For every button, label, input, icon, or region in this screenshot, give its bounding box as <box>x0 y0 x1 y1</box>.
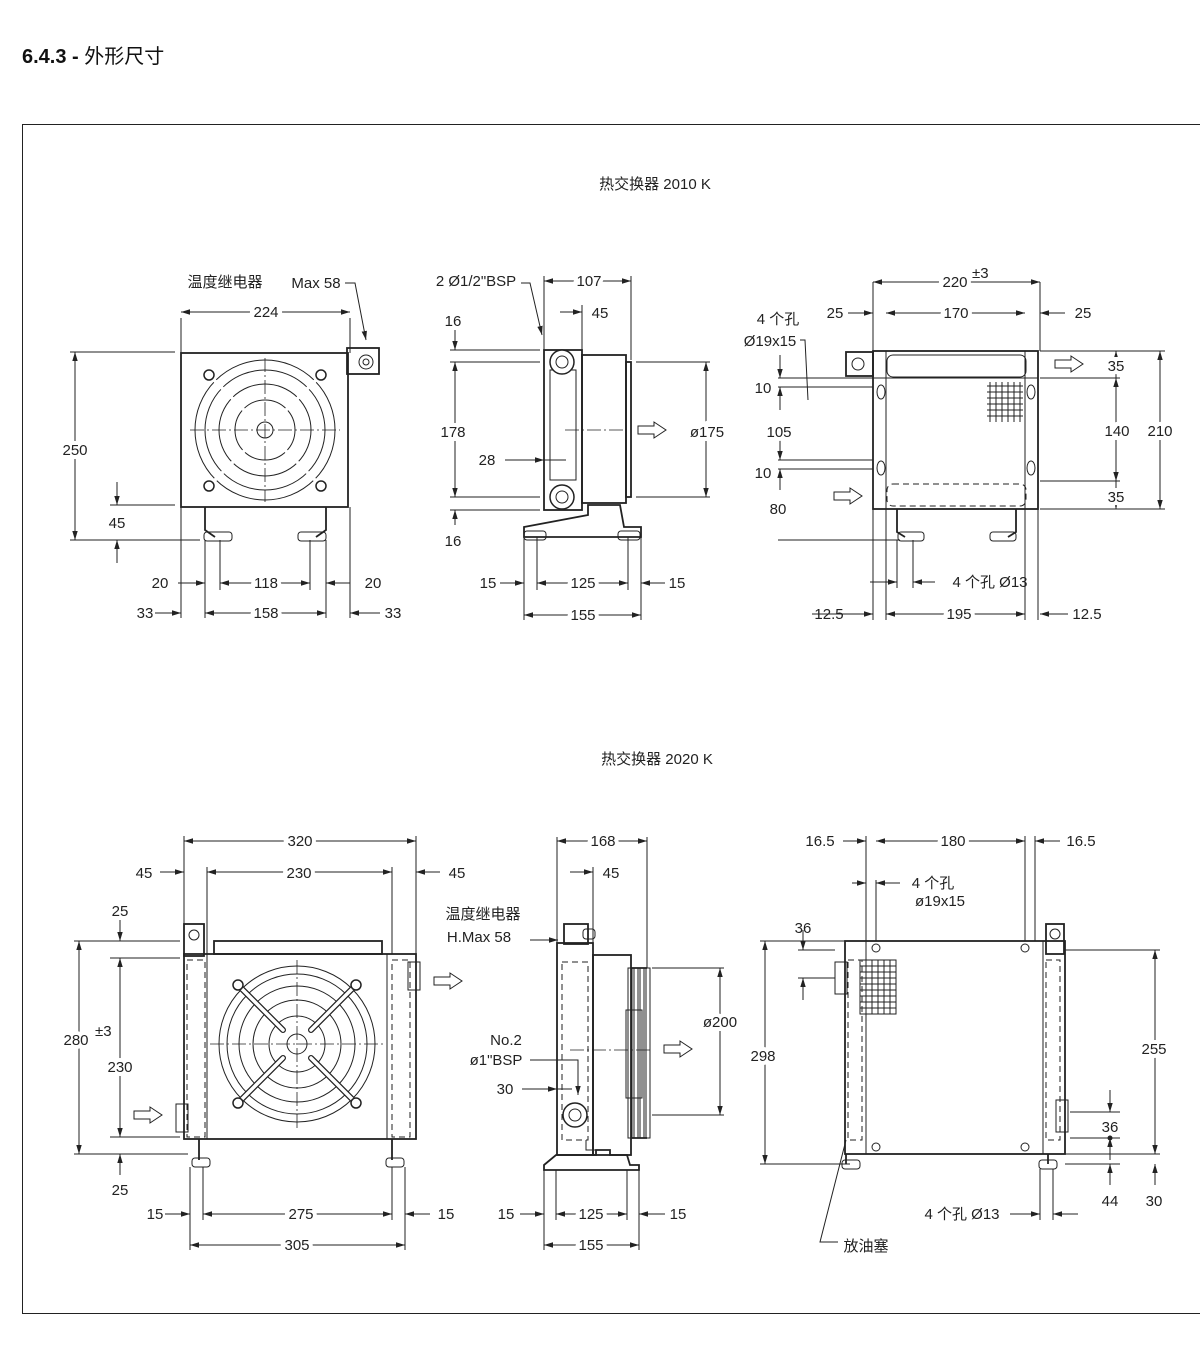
dim-r140: 140 <box>1104 423 1129 440</box>
dim-h80: 80 <box>770 501 787 518</box>
section-title: 外形尺寸 <box>84 46 165 68</box>
dim-depth: 107 <box>576 273 601 290</box>
tolerance: ±3 <box>95 1023 112 1040</box>
dim-r35a: 35 <box>1108 358 1125 375</box>
dim-base: 155 <box>578 1237 603 1254</box>
dim-diameter: ø200 <box>703 1014 737 1031</box>
dim-r30: 30 <box>1146 1193 1163 1210</box>
dim-fan: 45 <box>592 305 609 322</box>
port-label: ø1"BSP <box>470 1052 523 1069</box>
dim-right: 16.5 <box>1066 833 1095 850</box>
dim-top: 16 <box>445 313 462 330</box>
dim-mid: 28 <box>479 452 496 469</box>
dim-base-left: 33 <box>137 605 154 622</box>
max-label: Max 58 <box>291 275 340 292</box>
dim-base-right: 33 <box>385 605 402 622</box>
holes-bottom-label: 4 个孔 Ø13 <box>924 1206 999 1223</box>
front-view-2020k: 320 45 230 45 25 280 ±3 230 25 15 275 15… <box>59 829 466 1258</box>
dim-left: 45 <box>136 865 153 882</box>
dim-width: 320 <box>287 833 312 850</box>
dim-h10a: 10 <box>755 380 772 397</box>
dim-bottom: 16 <box>445 533 462 550</box>
dim-foot-left: 20 <box>152 575 169 592</box>
dim-base: 305 <box>284 1237 309 1254</box>
drain-plug-label: 放油塞 <box>843 1237 888 1255</box>
dim-h10b: 10 <box>755 465 772 482</box>
holes-top-label: 4 个孔 <box>757 311 800 328</box>
holes-top-size: Ø19x15 <box>744 333 797 350</box>
dim-r35b: 35 <box>1108 489 1125 506</box>
dim-foot-right: 15 <box>670 1206 687 1223</box>
dim-left: 25 <box>827 305 844 322</box>
fin-stack <box>859 959 897 1015</box>
dim-foot-mid: 275 <box>288 1206 313 1223</box>
holes-bottom-label: 4 个孔 Ø13 <box>952 574 1027 591</box>
dim-foot-mid: 125 <box>578 1206 603 1223</box>
dim-r44: 44 <box>1102 1193 1119 1210</box>
dim-height: 250 <box>62 442 87 459</box>
side-view-2020k: 168 45 温度继电器 H.Max 58 ø200 No.2 ø1"BSP 3… <box>445 829 741 1258</box>
dim-inner: 230 <box>107 1059 132 1076</box>
dim-right: 45 <box>449 865 466 882</box>
model-title-2010k: 热交换器 2010 K <box>599 175 711 193</box>
dim-foot-mid: 125 <box>570 575 595 592</box>
dim-base-mid: 158 <box>253 605 278 622</box>
dim-r210: 210 <box>1147 423 1172 440</box>
drawing-frame <box>22 124 1200 1314</box>
rear-view-2010k: 220 ±3 25 170 25 4 个孔 Ø19x15 10 105 10 8… <box>744 265 1177 627</box>
dim-left: 16.5 <box>805 833 834 850</box>
dim-base-left: 12.5 <box>814 606 843 623</box>
thermostat-label: 温度继电器 <box>445 906 520 923</box>
dim-top: 25 <box>112 903 129 920</box>
dim-mid: 170 <box>943 305 968 322</box>
dim-right: 25 <box>1075 305 1092 322</box>
thermostat-label: 温度继电器 <box>187 274 262 291</box>
section-heading: 6.4.3 - 外形尺寸 <box>22 40 164 69</box>
dim-width: 220 <box>942 274 967 291</box>
dim-h105: 105 <box>766 424 791 441</box>
holes-top-label: 4 个孔 <box>912 875 955 892</box>
dim-bottom: 25 <box>112 1182 129 1199</box>
front-view-2010k: 温度继电器 Max 58 224 250 45 20 118 20 33 158… <box>58 274 402 626</box>
dim-foot-left: 15 <box>498 1206 515 1223</box>
dim-r36: 36 <box>1102 1119 1119 1136</box>
dim-foot-right: 20 <box>365 575 382 592</box>
dim-foot-left: 15 <box>147 1206 164 1223</box>
dim-foot-mid: 118 <box>254 575 278 592</box>
dim-height: 280 <box>63 1032 88 1049</box>
holes-top-size: ø19x15 <box>915 893 965 910</box>
dim-foot-right: 15 <box>669 575 686 592</box>
dim-foot-left: 15 <box>480 575 497 592</box>
dim-side-height: 178 <box>440 424 465 441</box>
dim-base-mid: 195 <box>946 606 971 623</box>
section-number: 6.4.3 - <box>22 46 79 68</box>
dim-base-right: 12.5 <box>1072 606 1101 623</box>
dim-offset: 30 <box>497 1081 514 1098</box>
dim-r255: 255 <box>1141 1041 1166 1058</box>
no2-label: No.2 <box>490 1032 522 1049</box>
dim-foot-height: 45 <box>109 515 126 532</box>
dim-diameter: ø175 <box>690 424 724 441</box>
dim-width: 224 <box>253 304 278 321</box>
dim-mid: 180 <box>940 833 965 850</box>
side-view-2010k: 2 Ø1/2"BSP 107 45 16 178 28 16 ø175 15 1… <box>436 269 728 628</box>
fin-stack <box>987 382 1023 422</box>
dim-base: 155 <box>570 607 595 624</box>
dim-foot-right: 15 <box>438 1206 455 1223</box>
port-label: 2 Ø1/2"BSP <box>436 273 516 290</box>
dim-top36: 36 <box>795 920 812 937</box>
model-title-2020k: 热交换器 2020 K <box>601 750 713 768</box>
tolerance: ±3 <box>972 265 989 282</box>
rear-view-2020k: 16.5 180 16.5 4 个孔 ø19x15 36 298 255 36 … <box>746 829 1170 1255</box>
dim-fan: 45 <box>603 865 620 882</box>
dim-mid: 230 <box>286 865 311 882</box>
dim-depth: 168 <box>590 833 615 850</box>
dim-height: 298 <box>750 1048 775 1065</box>
max-label: H.Max 58 <box>447 929 511 946</box>
